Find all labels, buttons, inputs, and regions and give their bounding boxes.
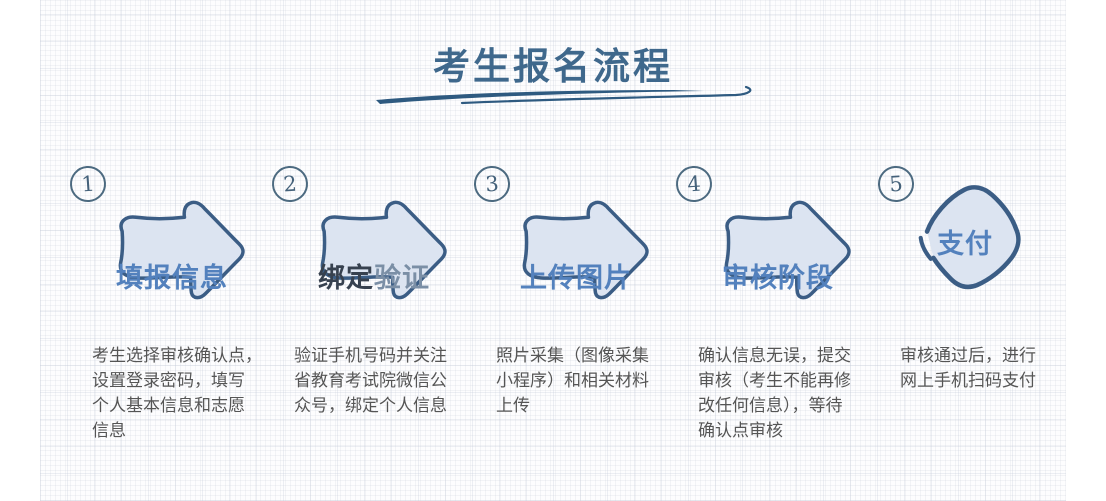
step-label: 绑定验证 [300,256,448,295]
step-number: 3 [484,171,500,197]
step-description: 确认信息无误，提交 审核（考生不能再修 改任何信息），等待 确认点审核 [698,346,851,440]
arrow-right-icon [118,200,245,300]
page-title: 考生报名流程 [433,46,673,87]
step-item-5: 5 支付 审核通过后，进行 网上手机扫码支付 [868,160,1073,501]
step-label: 支付 [915,222,1015,261]
step-description: 审核通过后，进行 网上手机扫码支付 [900,346,1036,390]
step-label-primary: 填报信息 [116,263,228,293]
step-number-badge: 3 [472,164,512,204]
step-description: 照片采集（图像采集 小程序）和相关材料 上传 [496,346,649,415]
step-label-primary: 上传图片 [520,263,632,293]
step-label-primary: 绑定 [318,263,374,293]
step-label-secondary: 验证 [374,263,430,293]
step-number: 4 [686,171,702,197]
step-label-primary: 支付 [937,229,993,259]
step-item-1: 1 填报信息 考生选择审核确认点， 设置登录密码，填写 个人基本信息和志愿 信息 [60,160,265,501]
step-item-3: 3 上传图片 照片采集（图像采集 小程序）和相关材料 上传 [464,160,669,501]
step-label: 上传图片 [502,256,650,295]
step-description: 验证手机号码并关注 省教育考试院微信公 众号，绑定个人信息 [294,346,447,415]
step-number-badge: 4 [674,164,714,204]
title-underline-swoosh [376,86,752,105]
step-item-4: 4 审核阶段 确认信息无误，提交 审核（考生不能再修 改任何信息），等待 确认点… [666,160,871,501]
step-number-badge: 2 [270,164,310,204]
step-item-2: 2 绑定验证 验证手机号码并关注 省教育考试院微信公 众号，绑定个人信息 [262,160,467,501]
step-number: 1 [80,171,96,197]
step-description: 考生选择审核确认点， 设置登录密码，填写 个人基本信息和志愿 信息 [92,346,262,440]
diamond-shape-icon [918,185,1021,290]
step-label: 审核阶段 [704,256,852,295]
step-label: 填报信息 [98,256,246,295]
arrow-right-icon [724,200,851,300]
step-number-badge: 1 [68,164,108,204]
arrow-right-icon [522,200,649,300]
step-label-primary: 审核阶段 [722,263,834,293]
step-number: 2 [282,171,298,197]
arrow-right-icon [320,200,447,300]
step-number: 5 [888,171,904,197]
